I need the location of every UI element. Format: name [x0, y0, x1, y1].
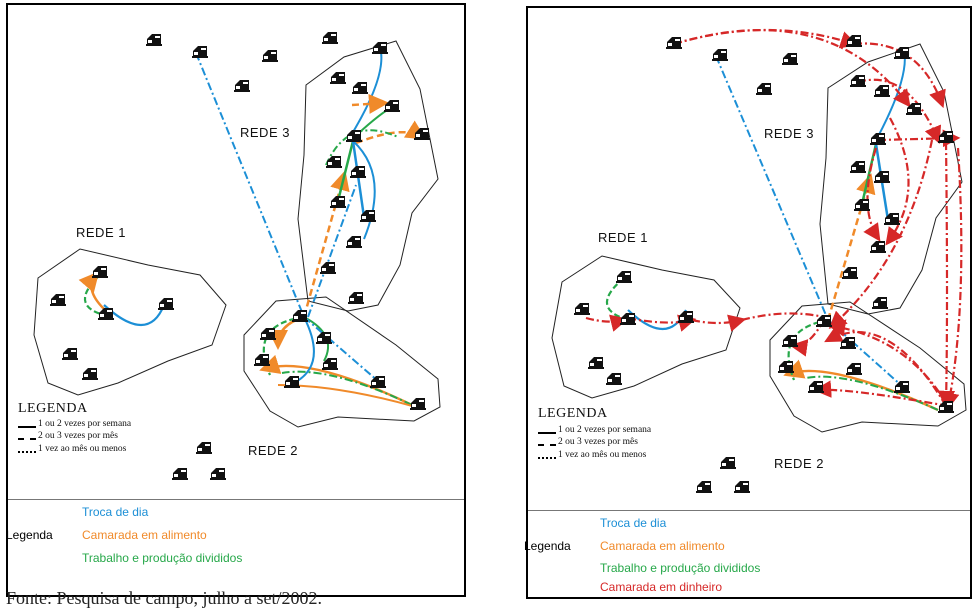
figure-source-caption: Fonte: Pesquisa de campo, julho a set/20… — [6, 588, 322, 608]
color-legend-troca: Troca de dia — [600, 516, 667, 530]
color-legend-troca: Troca de dia — [82, 505, 149, 519]
rede2-label: REDE 2 — [774, 456, 824, 471]
legend-line-dashdot — [538, 457, 556, 459]
color-legend-alimento: Camarada em alimento — [600, 539, 725, 553]
rede2-label: REDE 2 — [248, 443, 298, 458]
rede2-boundary — [243, 296, 441, 428]
legend-title: LEGENDA — [18, 401, 88, 416]
legend-line-dashed — [18, 438, 36, 440]
color-legend-label: Legenda — [524, 539, 571, 553]
color-legend-alimento: Camarada em alimento — [82, 528, 207, 542]
network-graph-left — [33, 32, 441, 480]
legend-item: 1 ou 2 vezes por semana — [558, 425, 652, 435]
legend-item: 1 vez ao mês ou menos — [558, 450, 647, 460]
legend-line-solid — [18, 426, 36, 428]
color-legend-trabalho: Trabalho e produção divididos — [82, 551, 243, 565]
network-diagram-left: REDE 3 REDE 1 REDE 2 LEGENDA 1 ou 2 veze… — [6, 3, 466, 597]
legend-item: 1 vez ao mês ou menos — [38, 444, 127, 454]
legend-item: 2 ou 3 vezes por mês — [38, 431, 118, 441]
legend-item: 1 ou 2 vezes por semana — [38, 419, 132, 429]
rede1-boundary — [33, 248, 227, 396]
rede1-label: REDE 1 — [598, 230, 648, 245]
color-legend-label: Legenda — [6, 528, 53, 542]
rede3-label: REDE 3 — [240, 125, 290, 140]
legend-line-dashdot — [18, 451, 36, 453]
network-diagram-right: REDE 3 REDE 1 REDE 2 LEGENDA 1 ou 2 veze… — [524, 6, 972, 599]
rede3-label: REDE 3 — [764, 126, 814, 141]
color-legend-trabalho: Trabalho e produção divididos — [600, 561, 761, 575]
legend-item: 2 ou 3 vezes por mês — [558, 437, 638, 447]
rede3-boundary — [297, 40, 439, 312]
household-icons-left — [50, 32, 430, 480]
rede1-label: REDE 1 — [76, 225, 126, 240]
legend-title: LEGENDA — [538, 406, 608, 421]
legend-line-dashed — [538, 444, 556, 446]
network-graph-right — [551, 28, 967, 493]
legend-divider — [8, 499, 464, 500]
color-legend-dinheiro: Camarada em dinheiro — [600, 580, 723, 594]
legend-line-solid — [538, 432, 556, 434]
legend-divider — [528, 510, 970, 511]
